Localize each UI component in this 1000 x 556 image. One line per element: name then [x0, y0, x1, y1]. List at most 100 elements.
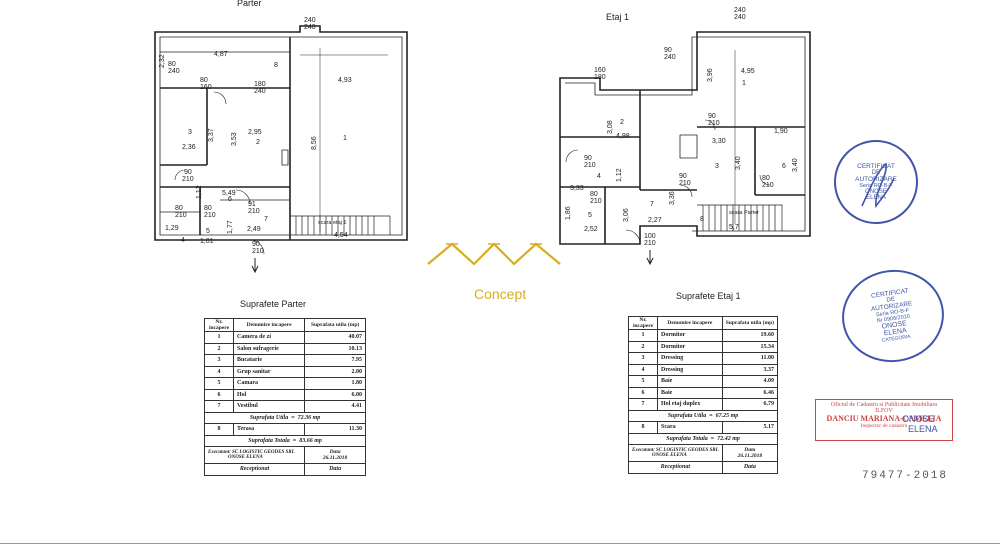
stair-label: scara Parter: [729, 210, 759, 216]
dim-label: 80: [590, 191, 598, 198]
etaj-dimension-labels: 240 240 90 240 160 180 3,96 4,95 3,08 4,…: [565, 7, 799, 247]
dim-label: 3,08: [607, 120, 614, 134]
table-cell: Salon sufragerie: [232, 342, 306, 355]
dim-label: 210: [708, 120, 720, 127]
room-number: 7: [650, 201, 654, 208]
executant-name: ONOSE ELENA: [228, 455, 263, 460]
logo-text: Concept: [474, 286, 527, 302]
dim-label: 210: [762, 182, 774, 189]
cell: 8: [628, 421, 658, 434]
dim-label: 1,12: [196, 185, 203, 199]
dim-label: 3,53: [231, 132, 238, 146]
table-cell: 11.00: [721, 352, 779, 365]
stamp-text: ILFOV: [875, 408, 893, 414]
room-number: 4: [597, 173, 601, 180]
util-value: 67.25 mp: [715, 412, 739, 419]
table-cell: 3: [204, 354, 234, 367]
dim-label: 210: [248, 208, 260, 215]
dim-label: 3,96: [707, 68, 714, 82]
table-cell: Hol etaj duplex: [657, 398, 723, 411]
dim-label: 1,77: [227, 220, 234, 234]
seal-text: DE: [871, 170, 881, 176]
total-value: 72.42 mp: [717, 435, 740, 442]
room-number: 2: [620, 119, 624, 126]
data-label: Data: [329, 449, 341, 455]
etaj-plan-title: Etaj 1: [606, 12, 630, 22]
executant-name: ONOSE ELENA: [652, 453, 687, 458]
cell: Terasa: [232, 423, 306, 436]
room-number: 8: [274, 62, 278, 69]
dim-label: 1,90: [774, 128, 788, 135]
table-parter: Nr. incapere Denumire incapere Suprafata…: [203, 318, 366, 476]
util-label: Suprafata Utila: [667, 412, 707, 419]
receptionat-data: Data: [304, 463, 366, 476]
util-row: Suprafata Utila = 67.25 mp: [628, 409, 778, 422]
table-cell: 6.46: [721, 386, 779, 399]
header-denumire: Denumire incapere: [232, 318, 306, 332]
table-cell: 19.60: [721, 329, 779, 342]
executant-cell: Executant: SC LOGISTIC GEODES SRL ONOSE …: [628, 444, 723, 462]
dim-label: 3,30: [712, 138, 726, 145]
dim-label: 240: [664, 54, 676, 61]
total-eq: =: [292, 437, 297, 444]
table-cell: Grup sanitar: [232, 365, 306, 378]
total-row: Suprafata Totala = 83.66 mp: [204, 434, 366, 447]
cell: 8: [204, 423, 234, 436]
table-cell: Dormitor: [657, 329, 723, 342]
table-cell: 6.79: [721, 398, 779, 411]
dim-label: 3,33: [570, 185, 584, 192]
header-suprafata: Suprafata utila (mp): [304, 318, 366, 332]
table-cell: Bucatarie: [232, 354, 306, 367]
total-row: Suprafata Totala = 72.42 mp: [628, 432, 778, 445]
room-number: 2: [256, 139, 260, 146]
table-cell: 7: [628, 398, 658, 411]
table-cell: 4: [628, 363, 658, 376]
parter-plan: [154, 25, 408, 274]
dim-label: 91: [248, 201, 256, 208]
receptionat-label: Receptionat: [203, 463, 306, 476]
table-cell: 7.95: [304, 354, 366, 367]
dim-label: 2,52: [584, 226, 598, 233]
receptionat-data: Data: [721, 461, 779, 474]
executant-label: Executant: SC LOGISTIC GEODES SRL: [632, 448, 719, 453]
dim-label: 90: [184, 169, 192, 176]
dim-label: 2,27: [648, 217, 662, 224]
util-value: 72.36 mp: [297, 414, 321, 421]
util-row: Suprafata Utila = 72.36 mp: [204, 411, 366, 424]
dim-label: 160: [200, 84, 212, 91]
onose-overlay: ONOSE: [902, 414, 935, 424]
data-value: 26.11.2018: [322, 455, 348, 461]
dim-label: 90: [252, 241, 260, 248]
header-nr: Nr. incapere: [204, 318, 234, 332]
table-cell: 1: [628, 329, 658, 342]
room-number: 7: [264, 216, 268, 223]
table-cell: 2: [204, 342, 234, 355]
dim-label: 2,36: [182, 144, 196, 151]
table-cell: 10.13: [304, 342, 366, 355]
bottom-rule: [0, 543, 1000, 544]
table-cell: 4: [204, 365, 234, 378]
dim-label: 210: [644, 240, 656, 247]
table-cell: 6: [628, 386, 658, 399]
reference-number: 79477-2018: [862, 470, 949, 482]
cell: 5.17: [721, 421, 779, 434]
table-parter-caption: Suprafete Parter: [240, 299, 307, 309]
room-number: 4: [181, 237, 185, 244]
table-cell: Camera de zi: [232, 331, 306, 344]
dim-label: 80: [175, 205, 183, 212]
util-label: Suprafata Utila: [249, 414, 289, 421]
signature-icon: [861, 162, 895, 209]
table-cell: 4.09: [721, 375, 779, 388]
total-label: Suprafata Totala: [666, 435, 708, 442]
dim-label: 80: [200, 77, 208, 84]
dim-label: 90: [584, 155, 592, 162]
room-number: 6: [782, 163, 786, 170]
data-value: 26.11.2018: [737, 453, 763, 459]
table-cell: Dormitor: [657, 340, 723, 353]
dim-label: 3,36: [669, 191, 676, 205]
